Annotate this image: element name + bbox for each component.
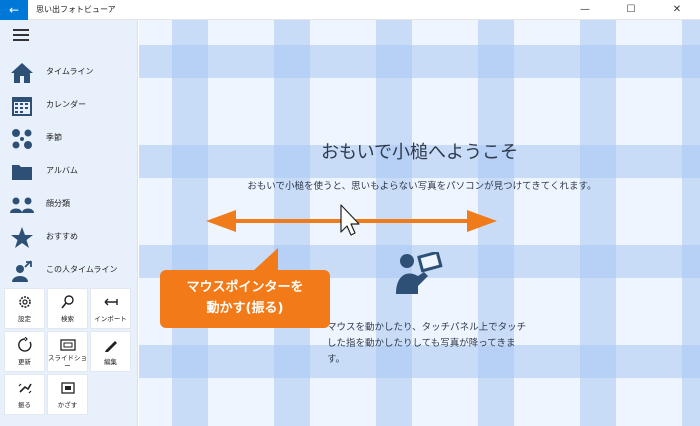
callout-text: マウスポインターを 動かす(振る) <box>186 280 304 316</box>
import-icon <box>104 298 118 306</box>
sidebar-item-label: この人タイムライン <box>46 265 118 274</box>
seasons-icon <box>12 129 32 149</box>
person-at-screen-icon <box>396 252 443 294</box>
title-bar: ← 思い出フォトビューア — ☐ ✕ <box>0 0 700 20</box>
settings-button[interactable]: 設定 <box>4 288 45 329</box>
close-button[interactable]: ✕ <box>672 4 682 15</box>
sidebar-item-timeline[interactable]: タイムライン <box>0 58 138 88</box>
sidebar: タイムライン カレンダー 季節 アルバム 顔分類 おすすめ <box>0 20 138 426</box>
refresh-icon <box>18 337 32 352</box>
star-icon <box>11 227 33 248</box>
hint-text: マウスを動かしたり、タッチパネル上でタッチした指を動かしたりしても写真が降ってき… <box>327 322 527 365</box>
callout-pointer <box>252 248 278 272</box>
calendar-icon <box>12 97 32 116</box>
person-timeline-icon <box>12 260 32 282</box>
sidebar-item-label: アルバム <box>46 166 78 175</box>
sidebar-item-faces[interactable]: 顔分類 <box>0 190 138 220</box>
gear-icon <box>19 296 31 308</box>
search-icon <box>61 295 74 309</box>
refresh-button[interactable]: 更新 <box>4 331 45 372</box>
folder-icon <box>12 165 32 180</box>
sidebar-item-recommended[interactable]: おすすめ <box>0 223 138 253</box>
sidebar-item-seasons[interactable]: 季節 <box>0 124 138 154</box>
callout-box <box>160 270 330 328</box>
minimize-button[interactable]: — <box>580 4 590 15</box>
sidebar-item-label: 顔分類 <box>46 199 70 208</box>
back-arrow-icon: ← <box>8 3 20 17</box>
hamburger-menu-icon[interactable] <box>13 29 29 41</box>
hover-button[interactable]: かざす <box>47 374 88 415</box>
frame-icon <box>61 382 75 394</box>
faces-icon <box>10 197 34 213</box>
sidebar-item-label: タイムライン <box>46 67 94 76</box>
shake-icon <box>18 383 32 394</box>
app-title: 思い出フォトビューア <box>36 5 116 14</box>
welcome-canvas[interactable]: おもいで小槌へようこそ おもいで小槌を使うと、思いもよらない写真をパソコンが見つ… <box>139 20 700 426</box>
sidebar-item-album[interactable]: アルバム <box>0 157 138 187</box>
back-button[interactable]: ← <box>0 0 28 20</box>
search-button[interactable]: 検索 <box>47 288 88 329</box>
home-icon <box>11 63 33 83</box>
welcome-title: おもいで小槌へようこそ <box>320 142 519 163</box>
import-button[interactable]: インポート <box>90 288 131 329</box>
maximize-button[interactable]: ☐ <box>626 4 636 15</box>
welcome-subtitle: おもいで小槌を使うと、思いもよらない写真をパソコンが見つけてきてくれます。 <box>247 181 597 192</box>
slideshow-button[interactable]: スライドショー <box>47 331 88 372</box>
instruction-callout: マウスポインターを 動かす(振る) <box>160 248 330 328</box>
plaid-background <box>139 20 700 426</box>
pen-icon <box>105 341 117 352</box>
slideshow-icon <box>60 339 76 351</box>
sidebar-item-label: カレンダー <box>46 100 86 109</box>
sidebar-item-label: おすすめ <box>46 232 78 241</box>
sidebar-item-calendar[interactable]: カレンダー <box>0 91 138 121</box>
sidebar-item-person-timeline[interactable]: この人タイムライン <box>0 256 138 286</box>
sidebar-item-label: 季節 <box>46 133 62 142</box>
shake-button[interactable]: 振る <box>4 374 45 415</box>
edit-button[interactable]: 編集 <box>90 331 131 372</box>
